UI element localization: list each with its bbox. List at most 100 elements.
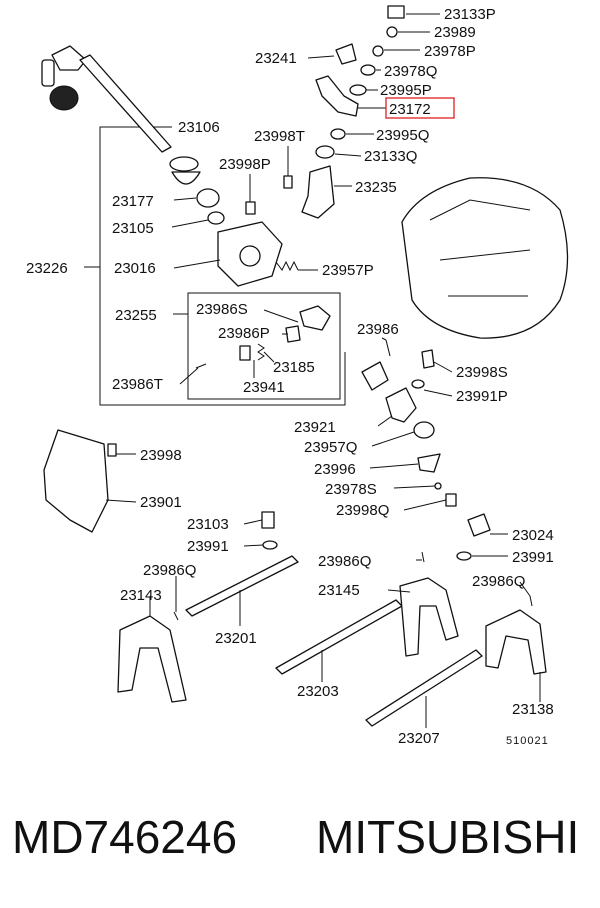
leader-lines [105, 13, 541, 728]
label-23986T: 23986T [112, 376, 163, 393]
spring-23957P [275, 260, 299, 272]
label-23207: 23207 [398, 730, 440, 747]
washer-23991P [411, 379, 425, 389]
washer-23991-left [262, 540, 278, 550]
label-23241: 23241 [255, 50, 297, 67]
label-23143: 23143 [120, 587, 162, 604]
label-23986Q-right: 23986Q [472, 573, 525, 590]
bolt-23998Q [445, 493, 457, 507]
plug-23103 [261, 511, 275, 529]
washer-23978Q [360, 64, 376, 76]
label-23991-left: 23991 [187, 538, 229, 555]
label-23016: 23016 [114, 260, 156, 277]
drawing-code: 510021 [506, 735, 549, 747]
bolt-23998P [245, 201, 256, 215]
label-23235: 23235 [355, 179, 397, 196]
label-23989: 23989 [434, 24, 476, 41]
block-23921 [385, 387, 417, 423]
label-23986Q-mid: 23986Q [318, 553, 371, 570]
washer-23995Q [330, 128, 346, 140]
nut-23989 [386, 26, 398, 38]
label-23226: 23226 [26, 260, 68, 277]
label-23145: 23145 [318, 582, 360, 599]
fork-23145 [399, 577, 459, 657]
washer-23991-right [456, 551, 472, 561]
shaft-23235 [301, 165, 335, 219]
label-23133Q: 23133Q [364, 148, 417, 165]
label-23901: 23901 [140, 494, 182, 511]
label-23991-right: 23991 [512, 549, 554, 566]
switch-23024 [467, 513, 491, 537]
label-23996: 23996 [314, 461, 356, 478]
rail-23203 [275, 599, 403, 675]
pin-23986 [385, 339, 391, 357]
ball-23978S [434, 482, 442, 490]
pin-23986S [277, 314, 299, 323]
shift-lever-23226 [41, 45, 172, 153]
washer-23105 [207, 211, 225, 225]
cap-23133P [387, 5, 405, 19]
rail-23207 [365, 649, 483, 727]
label-23986P: 23986P [218, 325, 270, 342]
highlight-box-23172 [385, 97, 455, 119]
label-23998Q: 23998Q [336, 502, 389, 519]
label-23998T: 23998T [254, 128, 305, 145]
label-23185: 23185 [273, 359, 315, 376]
label-23203: 23203 [297, 683, 339, 700]
pin-23986Q-mid [421, 551, 425, 563]
pin-23986Q-right [529, 595, 533, 607]
label-23986S: 23986S [196, 301, 248, 318]
bracket-23901 [43, 429, 109, 533]
cam-23255 [299, 305, 331, 331]
rail-23201 [185, 555, 299, 617]
bolt-23998S [421, 349, 435, 369]
label-23978Q: 23978Q [384, 63, 437, 80]
bracket-23241 [335, 43, 357, 65]
part-number: MD746246 [12, 811, 238, 863]
pin-23986T [195, 363, 207, 369]
label-23998S: 23998S [456, 364, 508, 381]
label-23172: 23172 [389, 101, 431, 118]
nut-23978P [372, 45, 384, 57]
fork-23143 [117, 615, 187, 703]
subassembly-box-23255 [187, 292, 341, 400]
label-23998: 23998 [140, 447, 182, 464]
label-23024: 23024 [512, 527, 554, 544]
label-23105: 23105 [112, 220, 154, 237]
label-23995Q: 23995Q [376, 127, 429, 144]
label-23133P: 23133P [444, 6, 496, 23]
collar-23986 [361, 361, 389, 391]
clip-23996 [417, 453, 441, 473]
label-23978P: 23978P [424, 43, 476, 60]
label-23941: 23941 [243, 379, 285, 396]
pin-23986Q-left [173, 611, 179, 621]
label-23957Q: 23957Q [304, 439, 357, 456]
transmission-case [401, 177, 569, 339]
label-23201: 23201 [215, 630, 257, 647]
label-23103: 23103 [187, 516, 229, 533]
label-23995P: 23995P [380, 82, 432, 99]
part-labels: 23133P 23989 23978P 23241 23978Q 23995P … [26, 6, 554, 747]
plate-23185 [285, 325, 301, 343]
spring-23941 [257, 343, 265, 361]
label-23986: 23986 [357, 321, 399, 338]
exploded-parts-diagram: 23133P 23989 23978P 23241 23978Q 23995P … [26, 5, 569, 747]
label-23106: 23106 [178, 119, 220, 136]
assembly-bracket-23226 [84, 126, 346, 406]
bolt-23998T [283, 175, 293, 189]
seal-23133Q [315, 145, 335, 159]
bolt-23998 [107, 443, 117, 457]
washer-23995P [349, 84, 367, 96]
label-23957P: 23957P [322, 262, 374, 279]
lever-23172 [315, 75, 359, 117]
label-23177: 23177 [112, 193, 154, 210]
label-23138: 23138 [512, 701, 554, 718]
label-23986Q-left: 23986Q [143, 562, 196, 579]
label-23998P: 23998P [219, 156, 271, 173]
brand-name: MITSUBISHI [316, 811, 580, 863]
bushing-23957Q [413, 421, 435, 439]
label-23991P: 23991P [456, 388, 508, 405]
label-23255: 23255 [115, 307, 157, 324]
bolt-23986P [239, 345, 251, 361]
boot-23106 [171, 171, 201, 185]
